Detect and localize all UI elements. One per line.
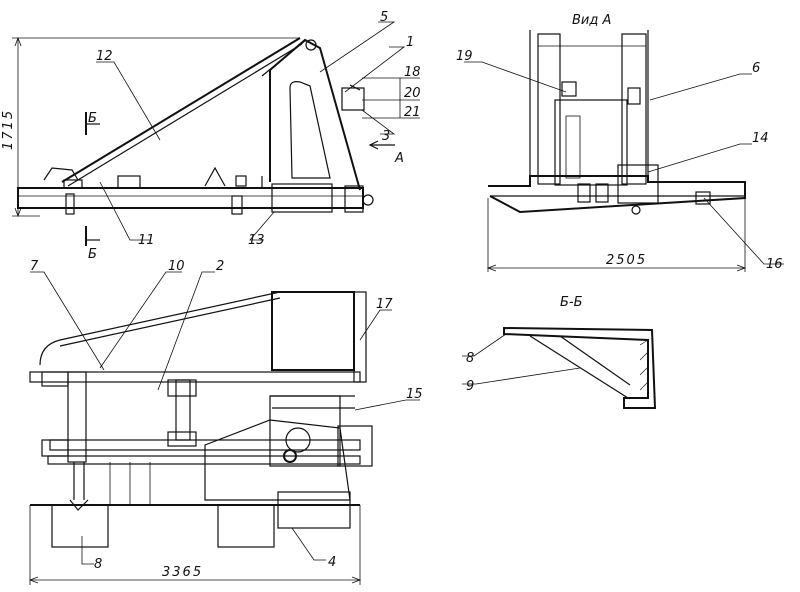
plan-view [28, 291, 373, 585]
callout-2: 2 [216, 259, 224, 274]
view-a-arrow-label: А [394, 151, 404, 166]
callout-15: 15 [406, 387, 423, 402]
callout-21: 21 [404, 105, 421, 120]
callout-9: 9 [466, 379, 474, 394]
view-a [486, 30, 747, 272]
callout-19: 19 [456, 49, 473, 64]
callout-13: 13 [248, 233, 265, 248]
callout-11: 11 [138, 233, 155, 248]
callout-5: 5 [380, 10, 388, 25]
callout-14: 14 [752, 131, 769, 146]
callout-1: 1 [406, 35, 414, 50]
callout-20: 20 [404, 86, 421, 101]
callout-18: 18 [404, 65, 421, 80]
callout-6: 6 [752, 61, 760, 76]
section-b-b [503, 326, 657, 409]
dim-height: 1715 [1, 109, 16, 150]
dim-length-plan: 3365 [162, 565, 203, 580]
section-b-b-title: Б-Б [560, 295, 583, 310]
callout-12: 12 [96, 49, 113, 64]
callout-4: 4 [328, 555, 336, 570]
callout-numbers: 1 2 3 4 5 6 7 8 8 9 10 11 12 13 14 15 16… [30, 10, 783, 572]
leader-lines [30, 21, 784, 565]
callout-3: 3 [382, 129, 390, 144]
side-view [12, 36, 395, 246]
callout-7: 7 [30, 259, 39, 274]
view-titles: Вид А Б-Б [560, 13, 611, 310]
callout-8-section: 8 [466, 351, 474, 366]
callout-8-plan: 8 [94, 557, 102, 572]
callout-10: 10 [168, 259, 185, 274]
view-a-title: Вид А [572, 13, 611, 28]
section-mark-b-bottom: Б [88, 247, 97, 262]
callout-16: 16 [766, 257, 783, 272]
section-marks: Б Б А [88, 111, 404, 262]
dim-width-view-a: 2505 [606, 253, 647, 268]
callout-17: 17 [376, 297, 393, 312]
section-mark-b-top: Б [88, 111, 97, 126]
dimension-labels: 1715 2505 3365 [1, 109, 647, 580]
